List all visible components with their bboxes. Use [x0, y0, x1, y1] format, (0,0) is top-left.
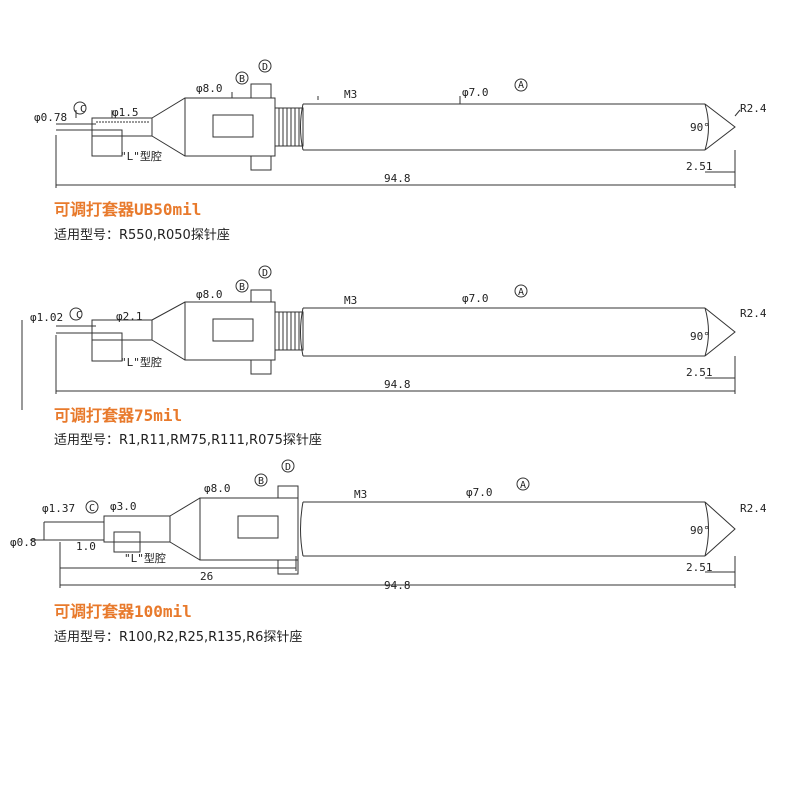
p1-body-dia: φ8.0 — [196, 82, 223, 95]
p3-tip-len: 1.0 — [76, 540, 96, 553]
p1-cavity: "L"型腔 — [120, 149, 162, 163]
p2-c-label: C — [76, 310, 82, 321]
probe3-title: 可调打套器100mil — [54, 602, 192, 621]
p3-radius: R2.4 — [740, 502, 767, 515]
p2-angle: 90° — [690, 330, 710, 343]
p1-c-label: C — [80, 104, 86, 115]
p1-radius: R2.4 — [740, 102, 767, 115]
probe1-models: 适用型号：R550,R050探针座 — [54, 228, 230, 243]
p2-a-label: A — [518, 287, 524, 298]
p2-radius: R2.4 — [740, 307, 767, 320]
p2-cavity: "L"型腔 — [120, 355, 162, 369]
p1-b-label: B — [239, 74, 245, 85]
p2-b-label: B — [239, 282, 245, 293]
p3-body-dia: φ8.0 — [204, 482, 231, 495]
p3-tip-dia: φ1.37 — [42, 502, 75, 515]
probe-100mil — [30, 485, 736, 588]
p1-thread: M3 — [344, 88, 357, 101]
probe-ub50 — [55, 83, 741, 188]
p2-total-len: 94.8 — [384, 378, 411, 391]
p3-d-label: D — [285, 462, 291, 473]
p2-end-len: 2.51 — [686, 366, 713, 379]
p3-total-len: 94.8 — [384, 579, 411, 592]
p3-tip-dia2: φ0.8 — [10, 536, 37, 549]
p3-front-len: 26 — [200, 570, 213, 583]
p2-body-dia: φ8.0 — [196, 288, 223, 301]
p2-tip-dia: φ1.02 — [30, 311, 63, 324]
p3-thread: M3 — [354, 488, 367, 501]
probe-75mil — [21, 289, 736, 410]
probe2-models: 适用型号：R1,R11,RM75,R111,R075探针座 — [54, 433, 322, 448]
p1-a-label: A — [518, 80, 524, 91]
p2-sleeve-dia: φ2.1 — [116, 310, 143, 323]
p1-sleeve-dia: φ1.5 — [112, 106, 139, 119]
p2-d-label: D — [262, 268, 268, 279]
p3-b-label: B — [258, 476, 264, 487]
p2-main-dia: φ7.0 — [462, 292, 489, 305]
p3-angle: 90° — [690, 524, 710, 537]
p3-cavity: "L"型腔 — [124, 551, 166, 565]
p1-end-len: 2.51 — [686, 160, 713, 173]
p1-main-dia: φ7.0 — [462, 86, 489, 99]
p1-d-label: D — [262, 62, 268, 73]
probe1-title: 可调打套器UB50mil — [54, 200, 202, 219]
p1-tip-dia: φ0.78 — [34, 111, 67, 124]
p2-thread: M3 — [344, 294, 357, 307]
probe3-models: 适用型号：R100,R2,R25,R135,R6探针座 — [54, 630, 303, 645]
p3-main-dia: φ7.0 — [466, 486, 493, 499]
probe2-title: 可调打套器75mil — [54, 406, 183, 425]
p3-a-label: A — [520, 480, 526, 491]
p3-sleeve-dia: φ3.0 — [110, 500, 137, 513]
p3-c-label: C — [89, 503, 95, 514]
p1-angle: 90° — [690, 121, 710, 134]
p3-end-len: 2.51 — [686, 561, 713, 574]
p1-total-len: 94.8 — [384, 172, 411, 185]
